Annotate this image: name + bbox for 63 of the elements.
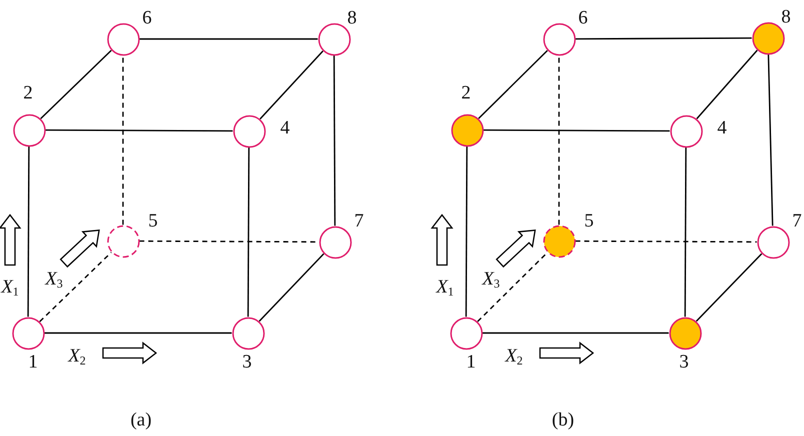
vertex-circle: [670, 114, 702, 148]
cube-edge: [696, 253, 762, 322]
vertex-circle: [450, 316, 482, 350]
vertex-circle: [542, 224, 576, 258]
vertex-circle: [756, 226, 790, 258]
vertex-number: 4: [280, 118, 290, 138]
vertex-circle: [12, 316, 44, 350]
cube-edge: [39, 252, 112, 322]
vertex-number: 8: [347, 8, 357, 28]
cube-edge: [45, 129, 233, 132]
vertex-number: 6: [142, 8, 152, 28]
cube-edge: [139, 38, 318, 40]
vertex-circle: [450, 114, 484, 146]
vertex-number: 3: [242, 352, 252, 372]
cube-edge: [483, 129, 670, 132]
vertex-number: 8: [781, 8, 791, 26]
vertex-circle: [232, 114, 266, 148]
vertex-circle: [12, 114, 46, 146]
panel-caption: (b): [552, 410, 574, 432]
vertex-number: 3: [679, 352, 689, 372]
axis-label: X$_{1}$: [436, 277, 454, 299]
cube-edge: [27, 146, 30, 317]
vertex-circle: [542, 22, 576, 56]
cube-edge: [768, 54, 774, 226]
cube-edge: [684, 147, 687, 317]
cube-edge: [247, 147, 250, 317]
cube-edge: [465, 146, 468, 317]
vertex-number: 1: [466, 352, 476, 372]
axis-label: X$_{2}$: [505, 346, 523, 368]
cube-edge: [333, 55, 336, 226]
cube-edge: [477, 252, 548, 322]
vertex-number: 7: [792, 212, 802, 230]
cube-edge: [482, 332, 669, 334]
cube-edge: [122, 55, 124, 225]
vertex-number: 2: [23, 84, 33, 102]
vertex-number: 5: [584, 212, 594, 230]
cube-edge: [258, 253, 324, 322]
axis-label: X$_{3}$: [482, 269, 500, 291]
cube-edge: [575, 37, 752, 40]
vertex-circle: [106, 224, 140, 258]
cube-edge: [558, 55, 560, 225]
vertex-number: 1: [28, 352, 38, 372]
vertex-number: 6: [578, 8, 588, 28]
cube-edge: [696, 50, 758, 120]
cube-edge: [44, 332, 232, 334]
cube-edge: [260, 50, 324, 120]
cube-edge: [575, 240, 757, 243]
cube-edge: [40, 50, 112, 120]
axis-label: X$_{2}$: [68, 346, 86, 368]
axis-label: X$_{3}$: [45, 269, 63, 291]
axis-label: X$_{1}$: [1, 277, 19, 299]
vertex-circle: [232, 316, 264, 350]
vertex-circle: [318, 22, 350, 56]
vertex-circle: [318, 226, 352, 258]
vertex-circle: [752, 22, 784, 54]
vertex-number: 7: [354, 212, 364, 230]
vertex-number: 4: [717, 118, 727, 138]
vertex-number: 2: [461, 84, 471, 102]
vertex-circle: [668, 316, 702, 350]
cube-edge: [478, 50, 548, 120]
panel-caption: (a): [130, 410, 152, 432]
vertex-number: 5: [148, 212, 158, 230]
vertex-circle: [106, 22, 140, 56]
